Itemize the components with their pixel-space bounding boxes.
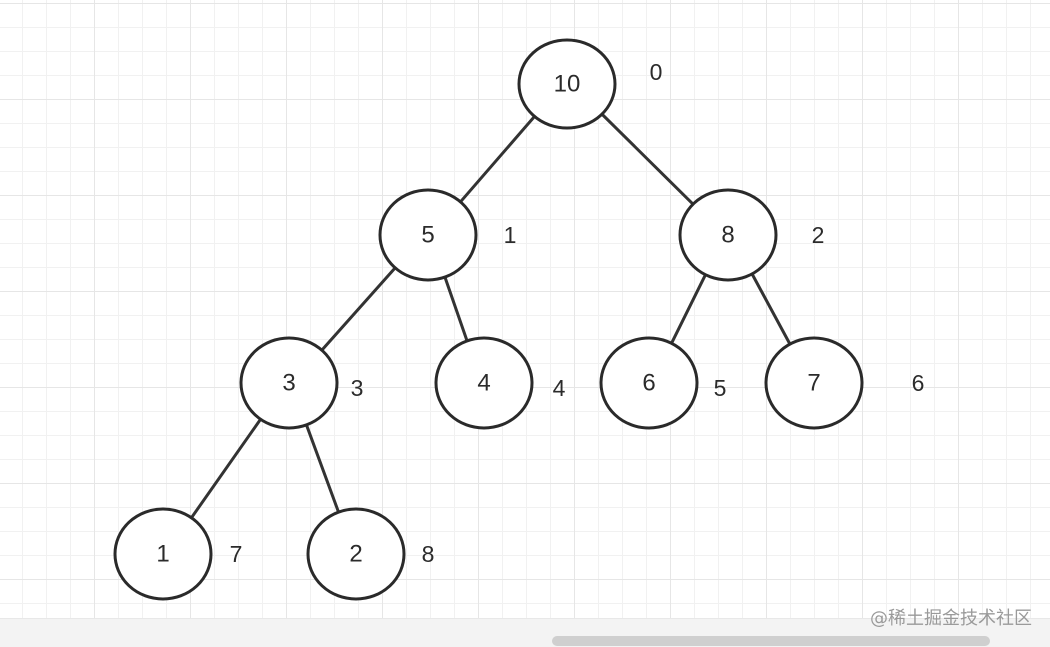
node-value-label: 5: [421, 222, 434, 249]
node-index-label: 2: [812, 222, 825, 248]
node-circle: [239, 336, 339, 430]
node-value-label: 2: [349, 541, 362, 568]
tree-node-4: 4: [434, 336, 534, 430]
node-value-label: 1: [156, 541, 169, 568]
edge-n0-n1: [458, 114, 537, 205]
node-circle: [113, 507, 213, 601]
tree-node-5: 5: [378, 188, 478, 282]
tree-node-1: 1: [113, 507, 213, 601]
node-value-label: 8: [721, 222, 734, 249]
node-value-label: 3: [282, 370, 295, 397]
tree-node-3: 3: [239, 336, 339, 430]
edge-n3-n8: [304, 422, 341, 515]
edge-n1-n4: [443, 274, 469, 344]
edge-n1-n3: [319, 265, 398, 353]
node-circle: [434, 336, 534, 430]
node-index-label: 7: [230, 541, 243, 567]
tree-node-8: 8: [678, 188, 778, 282]
node-value-label: 6: [642, 370, 655, 397]
node-index-label: 6: [912, 370, 925, 396]
edge-n3-n7: [189, 417, 263, 520]
node-circle: [599, 336, 699, 430]
edge-n0-n2: [599, 111, 696, 207]
node-index-label: 8: [422, 541, 435, 567]
index-labels-layer: 0 1 2 3 4 5 6 7 8: [230, 59, 925, 567]
node-index-label: 3: [351, 375, 364, 401]
watermark-text: @稀土掘金技术社区: [870, 608, 1032, 629]
node-circle: [378, 188, 478, 282]
edges-layer: [189, 111, 792, 520]
node-circle: [764, 336, 864, 430]
node-circle: [517, 38, 617, 130]
node-value-label: 7: [807, 370, 820, 397]
edge-n2-n5: [669, 272, 708, 346]
node-value-label: 10: [554, 71, 581, 98]
node-index-label: 1: [504, 222, 517, 248]
tree-node-2: 2: [306, 507, 406, 601]
tree-node-7: 7: [764, 336, 864, 430]
node-index-label: 0: [650, 59, 663, 85]
tree-node-10: 10: [517, 38, 617, 130]
tree-node-6: 6: [599, 336, 699, 430]
node-index-label: 4: [553, 375, 566, 401]
edge-n2-n6: [750, 271, 792, 347]
horizontal-scrollbar-thumb[interactable]: [552, 636, 990, 646]
node-value-label: 4: [477, 370, 490, 397]
node-circle: [678, 188, 778, 282]
node-index-label: 5: [714, 375, 727, 401]
node-circle: [306, 507, 406, 601]
